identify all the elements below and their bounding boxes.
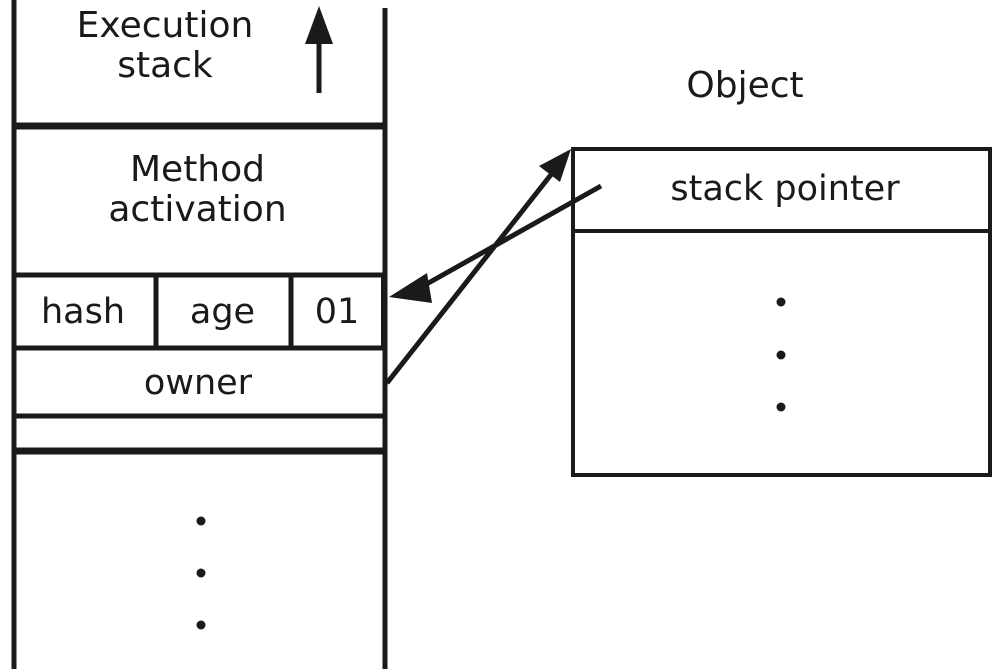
- object-title: Object: [686, 65, 804, 106]
- owner-to-object-arrow: [385, 149, 571, 385]
- stack-ellipsis-icon: [196, 516, 206, 630]
- stack-cell-bits: 01: [314, 292, 360, 332]
- stack-growth-up-arrow-icon: [305, 6, 333, 93]
- stack-pointer-to-bits-arrow: [389, 183, 603, 303]
- object-ellipsis-icon: [776, 297, 786, 412]
- stack-cell-age: age: [189, 292, 256, 332]
- stack-cell-owner: owner: [143, 363, 253, 403]
- object-row-stack-pointer: stack pointer: [670, 169, 900, 209]
- stack-cell-hash: hash: [40, 292, 126, 332]
- object-box: [571, 147, 992, 477]
- method-activation-label: Method activation: [108, 149, 287, 231]
- execution-stack-title: Execution stack: [76, 5, 254, 87]
